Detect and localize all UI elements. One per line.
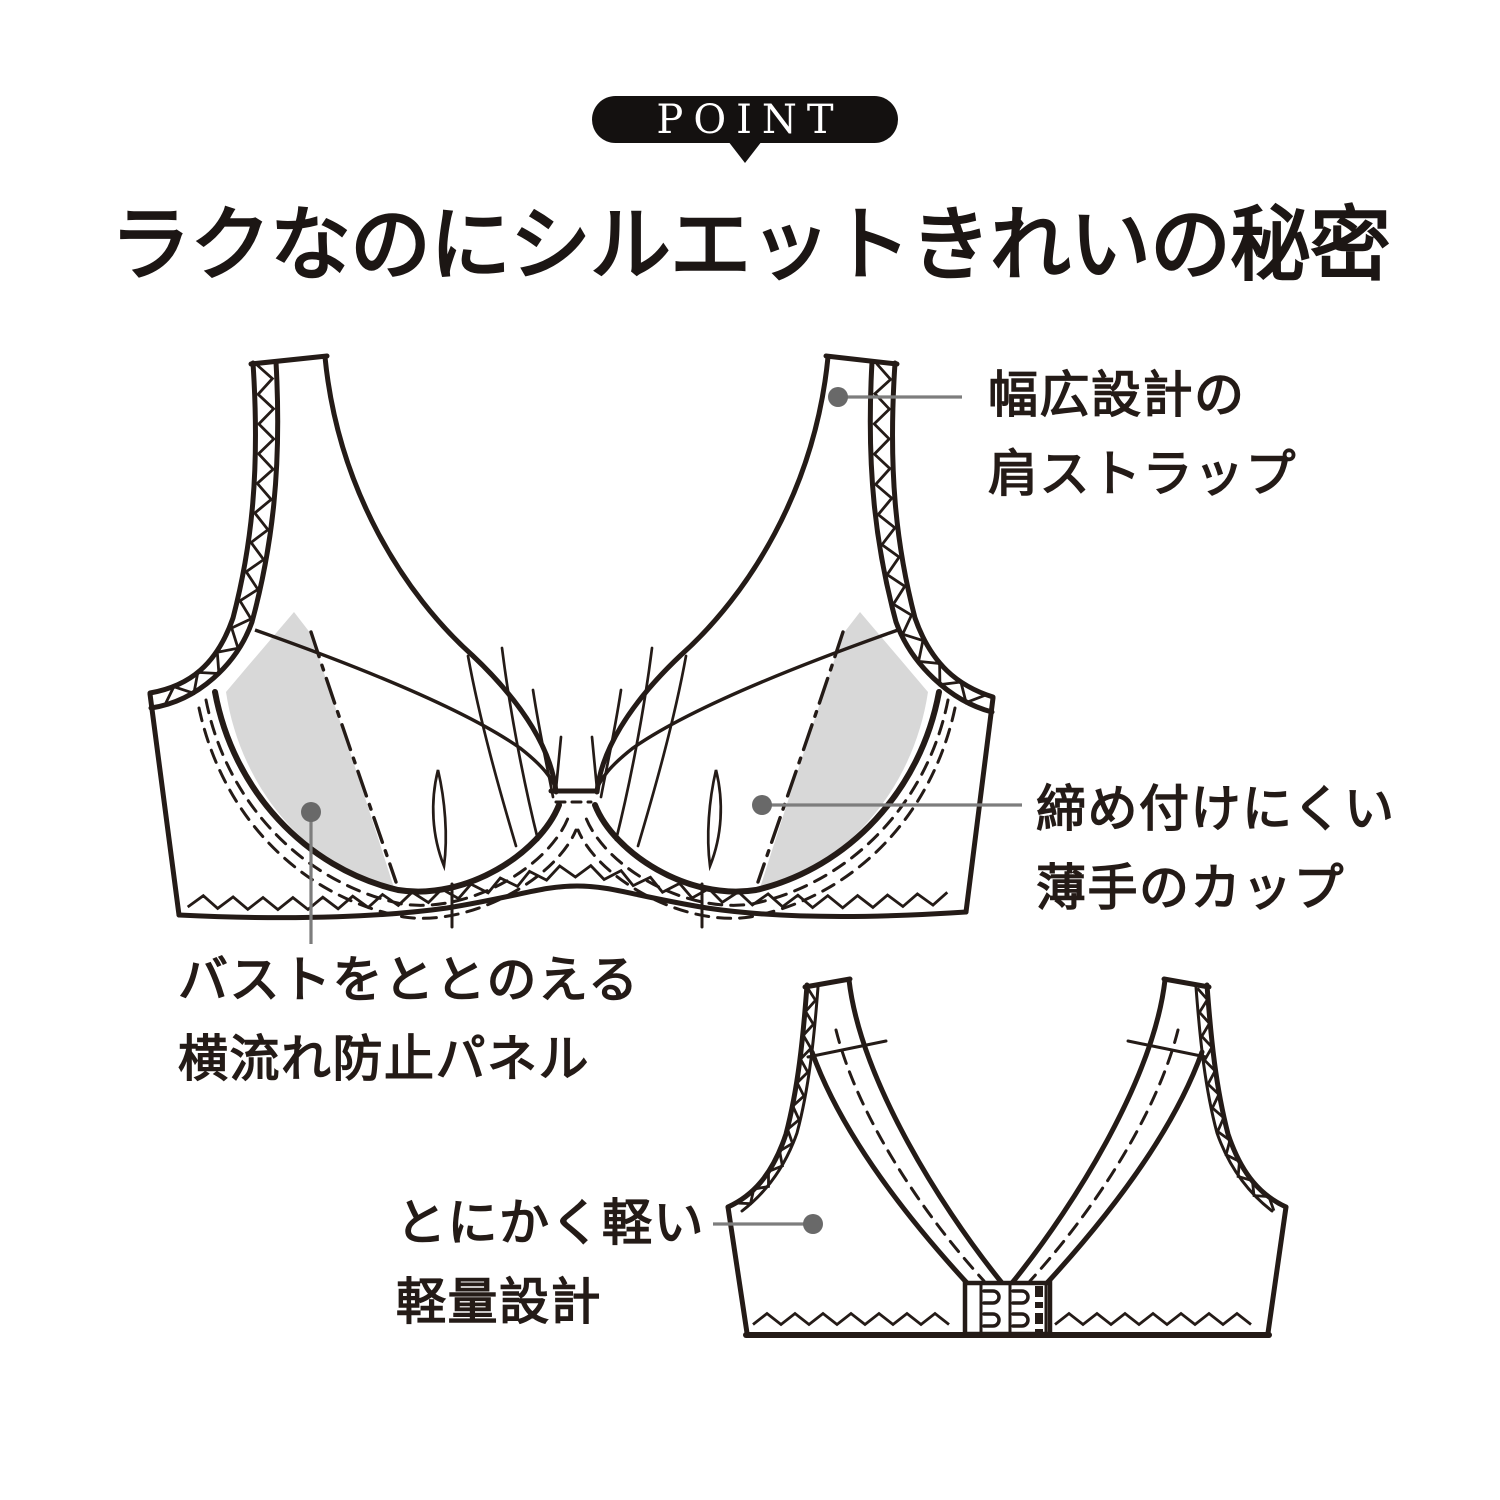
zigzag-stitch bbox=[163, 363, 276, 707]
front-left-strap bbox=[147, 353, 330, 711]
callout-strap-line1: 幅広設計の bbox=[988, 367, 1246, 423]
point-badge: POINT bbox=[592, 96, 898, 163]
zigzag-stitch bbox=[872, 362, 987, 705]
zigzag-stitch bbox=[1196, 987, 1276, 1212]
closure-tape bbox=[1035, 1286, 1043, 1333]
front-left-panel-seam bbox=[309, 630, 398, 884]
callout-dot-weight bbox=[803, 1214, 823, 1234]
callout-weight-line1: とにかく軽い bbox=[396, 1195, 705, 1251]
front-right-strap bbox=[823, 353, 996, 715]
callout-dot-cup bbox=[752, 795, 772, 815]
zigzag-stitch bbox=[752, 1311, 950, 1327]
front-center-gore bbox=[548, 788, 599, 804]
callout-panel-line2: 横流れ防止パネル bbox=[178, 1031, 590, 1087]
callout-label-panel: バストをととのえる 横流れ防止パネル bbox=[178, 941, 640, 1099]
point-badge-label: POINT bbox=[656, 96, 844, 143]
callout-label-cup: 締め付けにくい 薄手のカップ bbox=[1036, 770, 1396, 928]
callout-weight-line2: 軽量設計 bbox=[396, 1274, 602, 1330]
front-left-side-panel bbox=[226, 612, 394, 888]
bra-back-illustration bbox=[725, 976, 1289, 1338]
front-left-neckline bbox=[322, 354, 559, 795]
page-title: ラクなのにシルエットきれいの秘密 bbox=[109, 201, 1391, 291]
callout-label-strap: 幅広設計の 肩ストラップ bbox=[988, 356, 1297, 514]
front-gather-lines bbox=[431, 646, 723, 872]
back-right-strap bbox=[1009, 976, 1289, 1286]
front-left-cup-seam bbox=[254, 628, 559, 792]
zigzag-stitch bbox=[186, 863, 949, 912]
callout-dot-panel bbox=[301, 802, 321, 822]
back-left-strap bbox=[725, 976, 1005, 1286]
closure-hooks bbox=[982, 1289, 1030, 1328]
zigzag-stitch bbox=[1054, 1311, 1252, 1327]
front-right-panel-seam bbox=[756, 630, 845, 884]
callout-panel-line1: バストをととのえる bbox=[178, 952, 640, 1008]
callout-leaders bbox=[301, 387, 1022, 1234]
bra-front-illustration bbox=[147, 353, 996, 929]
front-right-neckline bbox=[594, 354, 831, 795]
callout-strap-line2: 肩ストラップ bbox=[988, 446, 1297, 502]
front-right-side-panel bbox=[760, 612, 928, 888]
back-hook-eye-closure bbox=[962, 1280, 1053, 1337]
callout-label-weight: とにかく軽い 軽量設計 bbox=[396, 1184, 705, 1342]
zigzag-stitch bbox=[735, 986, 818, 1206]
callout-dot-strap bbox=[828, 387, 848, 407]
callout-cup-line1: 締め付けにくい bbox=[1036, 781, 1396, 837]
callout-cup-line2: 薄手のカップ bbox=[1036, 860, 1345, 916]
